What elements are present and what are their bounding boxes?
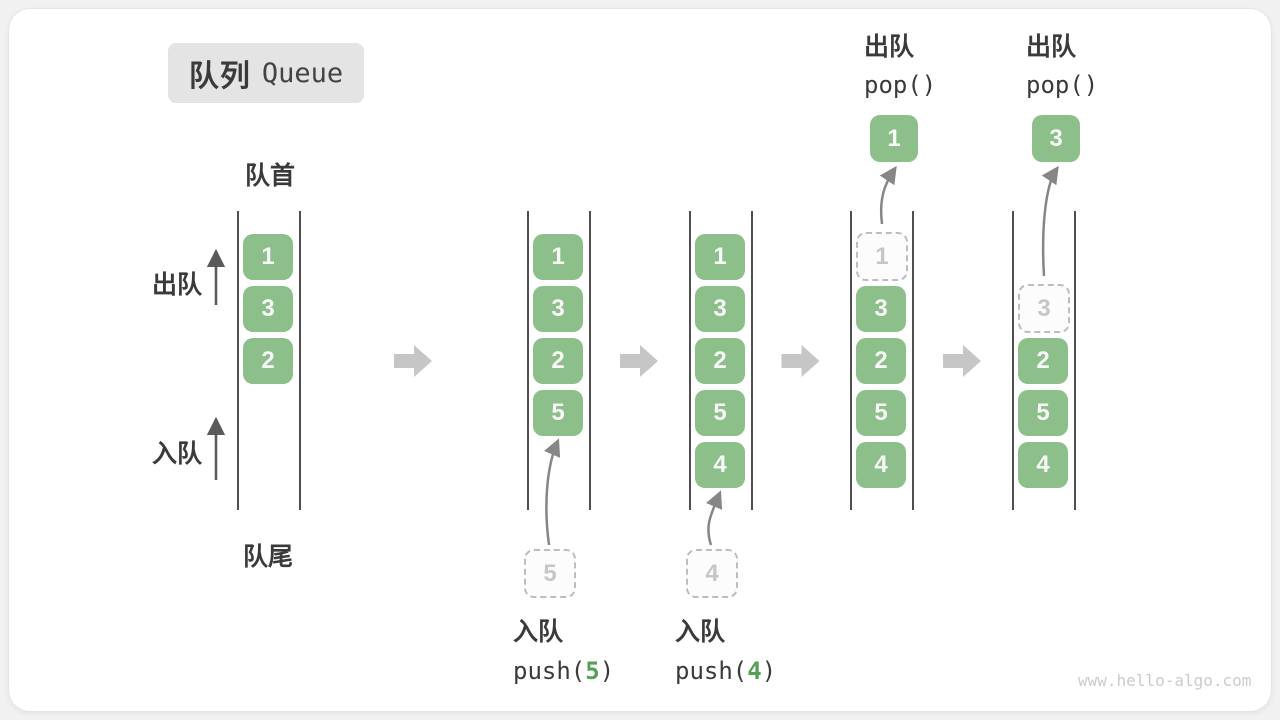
label-dequeue: 出队 [152, 271, 203, 299]
queue-element: 5 [856, 390, 906, 436]
queue-container-line [1012, 211, 1014, 510]
queue-element: 3 [533, 286, 583, 332]
popped-element: 1 [870, 115, 918, 162]
queue-container-line [299, 211, 301, 510]
enqueue-caption: 入队 push(5) [513, 612, 614, 685]
popped-element: 3 [1032, 115, 1080, 162]
queue-slot-dashed: 3 [1018, 284, 1070, 333]
enqueue-arrow [544, 438, 561, 546]
queue-slot-dashed: 1 [856, 232, 908, 281]
queue-container-line [850, 211, 852, 510]
queue-element: 2 [243, 338, 293, 384]
enqueue-caption-zh: 入队 [513, 618, 564, 646]
queue-element: 3 [695, 286, 745, 332]
stage-transition-arrow [394, 345, 432, 377]
queue-container-line [589, 211, 591, 510]
dequeue-header: 出队 pop() [864, 27, 936, 99]
enqueue-value: 5 [585, 657, 600, 685]
label-queue-front: 队首 [245, 162, 296, 190]
enqueue-caption-code: push(4) [675, 657, 777, 685]
watermark: www.hello-algo.com [1078, 671, 1252, 690]
queue-element: 4 [1018, 442, 1068, 488]
queue-element: 3 [243, 286, 293, 332]
queue-element: 2 [533, 338, 583, 384]
enqueue-value: 4 [747, 657, 762, 685]
queue-element: 5 [533, 390, 583, 436]
queue-container-line [912, 211, 914, 510]
dequeue-arrow [879, 165, 897, 225]
queue-element: 1 [695, 234, 745, 280]
title-box: 队列 Queue [168, 43, 364, 103]
stage-transition-arrow [781, 345, 820, 377]
label-enqueue: 入队 [152, 440, 203, 468]
queue-container-line [237, 211, 239, 510]
dequeue-header-code: pop() [1026, 71, 1099, 99]
incoming-element-dashed: 4 [686, 549, 738, 598]
title-en: Queue [261, 57, 344, 89]
incoming-element-dashed: 5 [524, 549, 576, 598]
enqueue-caption-zh: 入队 [675, 618, 726, 646]
queue-element: 2 [695, 338, 745, 384]
queue-element: 1 [243, 234, 293, 280]
queue-element: 2 [1018, 338, 1068, 384]
label-queue-rear: 队尾 [243, 543, 294, 571]
queue-container-line [527, 211, 529, 510]
queue-element: 4 [856, 442, 906, 488]
queue-element: 3 [856, 286, 906, 332]
queue-container-line [751, 211, 753, 510]
stage-transition-arrow [943, 345, 981, 377]
stage-transition-arrow [620, 345, 658, 377]
enqueue-arrow [706, 490, 723, 546]
title-zh: 队列 [188, 60, 251, 93]
queue-container-line [689, 211, 691, 510]
queue-element: 5 [695, 390, 745, 436]
dequeue-header-zh: 出队 [1026, 33, 1077, 61]
queue-element: 1 [533, 234, 583, 280]
queue-element: 2 [856, 338, 906, 384]
enqueue-caption: 入队 push(4) [675, 612, 776, 685]
dequeue-header-zh: 出队 [864, 33, 915, 61]
dequeue-header: 出队 pop() [1026, 27, 1098, 99]
queue-container-line [1074, 211, 1076, 510]
dequeue-header-code: pop() [864, 71, 937, 99]
queue-element: 5 [1018, 390, 1068, 436]
queue-element: 4 [695, 442, 745, 488]
dequeue-arrow [1041, 165, 1059, 277]
enqueue-caption-code: push(5) [513, 657, 615, 685]
